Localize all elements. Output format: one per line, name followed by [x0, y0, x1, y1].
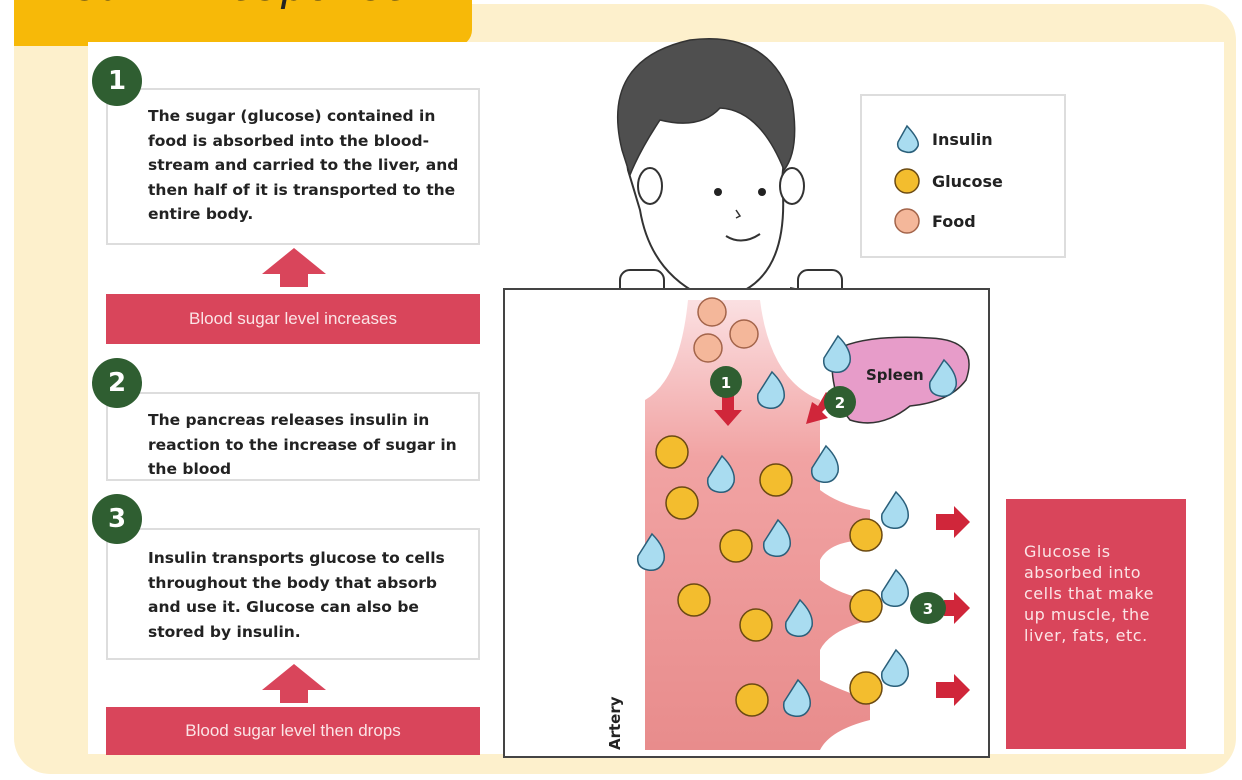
legend-label: Glucose [932, 172, 1003, 191]
legend-label: Insulin [932, 130, 993, 149]
legend-item-insulin: Insulin [892, 124, 993, 154]
legend: Insulin Glucose Food [860, 94, 1066, 258]
result-box: Glucose is absorbed into cells that make… [1006, 499, 1186, 749]
marker-2: 2 [824, 386, 856, 418]
svg-text:3: 3 [923, 600, 933, 618]
artery-label: Artery [606, 696, 624, 750]
legend-label: Food [932, 212, 976, 231]
svg-text:1: 1 [721, 374, 731, 392]
legend-item-food: Food [892, 206, 976, 236]
insulin-icon [892, 124, 922, 154]
marker-3: 3 [910, 592, 946, 624]
spleen-label: Spleen [866, 366, 924, 384]
food-icon [892, 206, 922, 236]
svg-text:2: 2 [835, 394, 845, 412]
marker-1: 1 [710, 366, 742, 398]
legend-item-glucose: Glucose [892, 166, 1003, 196]
glucose-icon [892, 166, 922, 196]
